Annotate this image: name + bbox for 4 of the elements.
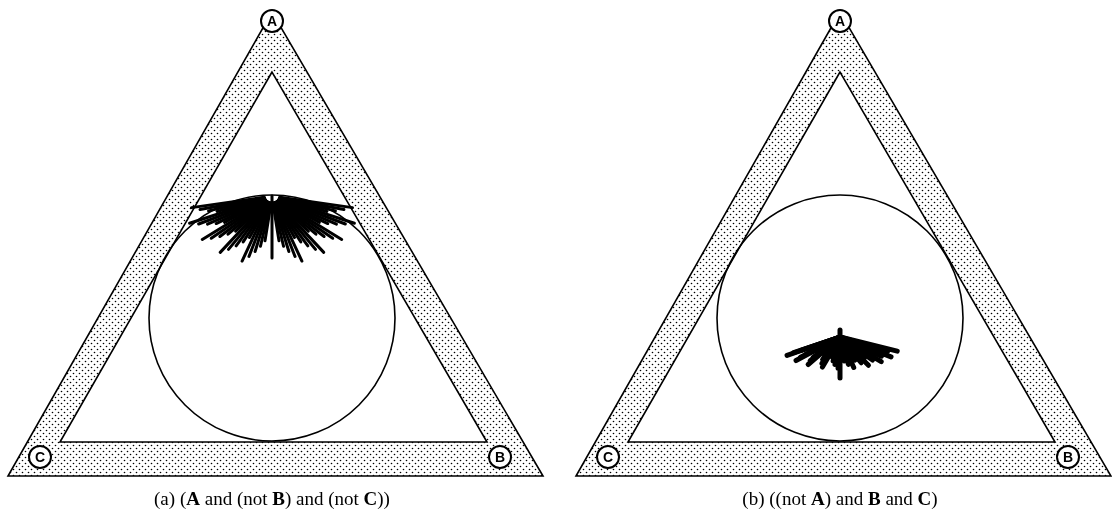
caption: (a) (A and (not B) and (not C)) [154,488,390,510]
caption: (b) ((not A) and B and C) [742,488,938,510]
vertex-circle-label: A [260,9,284,33]
vertex-circle-label: A [828,9,852,33]
